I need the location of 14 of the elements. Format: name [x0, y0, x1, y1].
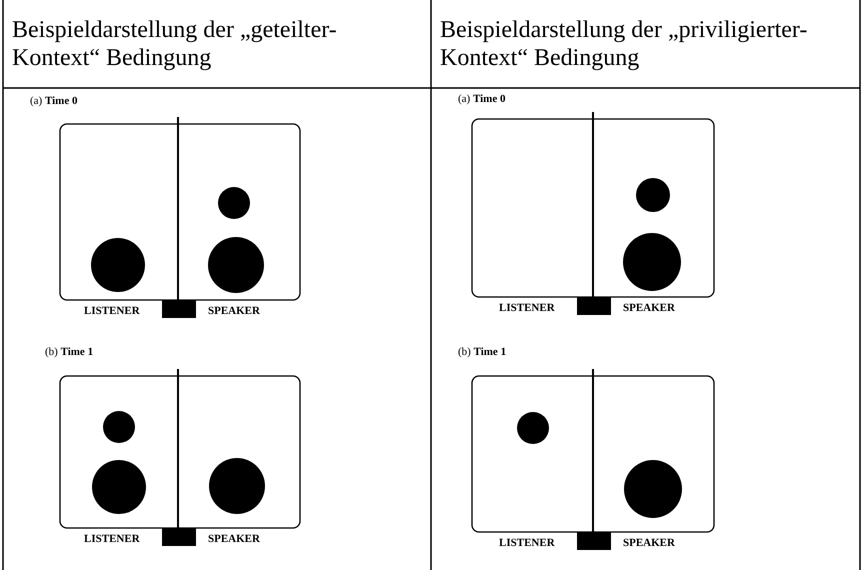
side-label: LISTENER [499, 302, 555, 314]
panel-caption: (b) Time 1 [45, 346, 94, 358]
side-label: LISTENER [84, 533, 140, 545]
panel-caption: (a) Time 0 [458, 93, 506, 105]
side-label: LISTENER [499, 537, 555, 549]
panel-caption: (a) Time 0 [30, 95, 78, 107]
side-label: LISTENER [84, 305, 140, 317]
side-label: SPEAKER [623, 302, 675, 314]
column-heading: Beispieldarstellung der „geteilter-Kontext“ Bedingung [12, 16, 338, 72]
side-label: SPEAKER [623, 537, 675, 549]
column-heading: Beispieldarstellung der „priviligierter-Kontext“ Bedingung [440, 16, 808, 72]
side-label: SPEAKER [208, 533, 260, 545]
panel-caption: (b) Time 1 [458, 346, 506, 358]
side-label: SPEAKER [208, 305, 260, 317]
